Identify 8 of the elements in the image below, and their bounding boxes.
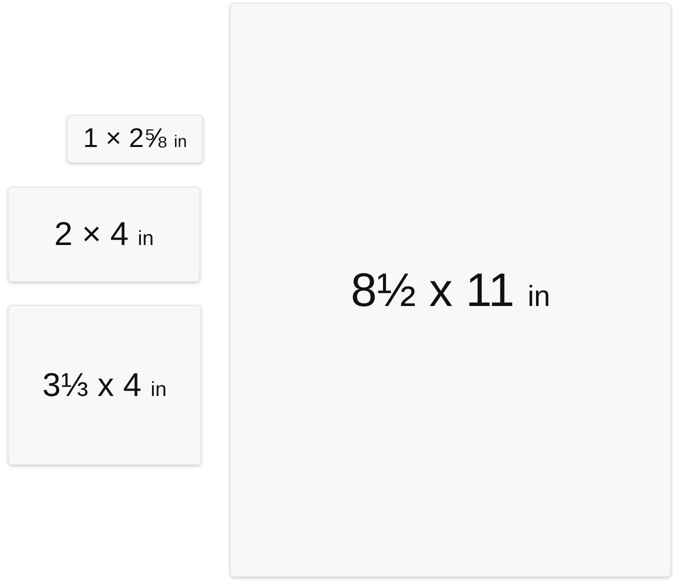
size-text: 8½ x 11 in bbox=[350, 264, 550, 316]
size-text: 1 × 2⅝ in bbox=[83, 124, 187, 154]
label-card bbox=[67, 115, 203, 163]
label-card bbox=[8, 305, 201, 465]
label-card bbox=[8, 187, 200, 282]
size-text: 2 × 4 in bbox=[54, 216, 154, 253]
paper-sheet bbox=[230, 3, 671, 577]
size-text: 3⅓ x 4 in bbox=[42, 366, 167, 404]
